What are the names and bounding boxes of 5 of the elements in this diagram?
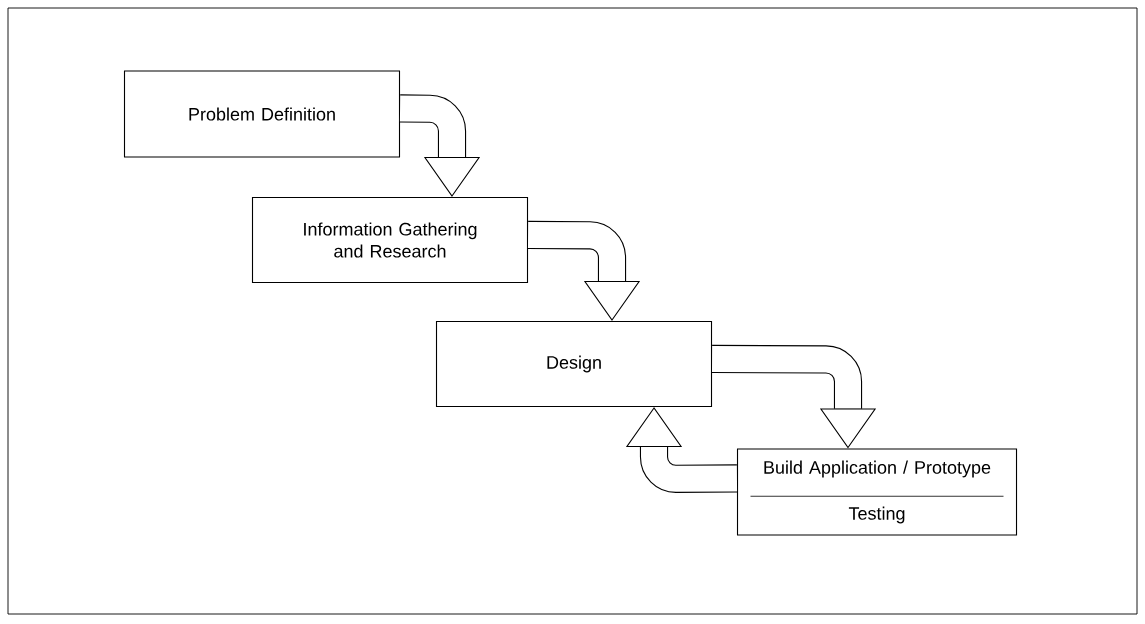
block-arrow [711,344,877,449]
process-box: Problem Definition [123,70,401,158]
block-arrow [399,94,481,197]
block-arrow [528,220,641,321]
block-arrow [625,407,738,493]
